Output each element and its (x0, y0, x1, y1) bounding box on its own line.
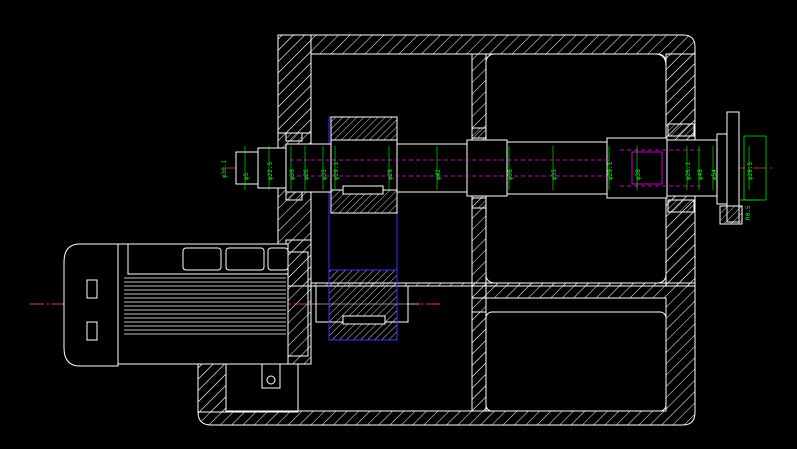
shaft-seg-4 (466, 139, 508, 197)
dimension-label: φ36 (507, 169, 514, 180)
hidden-pocket (631, 151, 663, 185)
right-dim-frame (743, 135, 767, 201)
motor-body (117, 243, 289, 365)
dimension-label: φ28.5 (747, 162, 754, 180)
shaft-seg-3 (396, 143, 468, 193)
dimension-label: φ38 (635, 169, 642, 180)
bearing-right-bottom (667, 199, 695, 213)
electric-motor (63, 243, 309, 389)
left-diameter-note: φ30.1 (221, 160, 228, 178)
dimension-label: φ28 (387, 169, 394, 180)
dimension-label: φ35 (551, 169, 558, 180)
terminal-cell-2 (225, 247, 265, 271)
dimension-label: φ26.1 (685, 162, 692, 180)
main-shaft (235, 111, 743, 225)
motor-foot-bolt (266, 375, 276, 385)
right-radius-note: R0.5 (745, 205, 752, 220)
dimension-label: φ5 (243, 172, 250, 180)
dimension-label: φ35 (321, 169, 328, 180)
bearing-right-top (667, 123, 695, 137)
chamber-lower-right (485, 311, 667, 412)
motor-vent-slot-bottom (86, 321, 98, 341)
dimension-label: φ42 (435, 169, 442, 180)
motor-cooling-fins (124, 277, 286, 335)
motor-vent-slot-top (86, 279, 98, 299)
dimension-label: φ54 (711, 169, 718, 180)
shaft-seg-2 (285, 143, 332, 193)
dimension-label: φ26 (303, 169, 310, 180)
housing-lower-divider (471, 282, 487, 412)
shaft-seg-5 (506, 141, 608, 195)
pinion-teeth (328, 269, 398, 341)
dimension-annotations: φ5 φ22.5 φ30 φ26 φ35 φ29.1 φ28 φ42 φ36 φ35 φ29.1 φ3… (243, 146, 754, 190)
bearing-left-top (285, 132, 303, 142)
shaft-gear-key (342, 185, 384, 195)
dimension-label: φ22.5 (267, 162, 274, 180)
housing-left-wall-upper (277, 34, 312, 134)
dimension-label: φ29.1 (333, 162, 340, 180)
bearing-mid-top (471, 127, 487, 139)
shaft-seg-1 (257, 147, 287, 189)
bearing-mid-bottom (471, 197, 487, 209)
terminal-cell-1 (182, 247, 222, 271)
motor-rear-cap (63, 243, 119, 367)
motor-flange (285, 239, 312, 365)
pinion-keyway (342, 315, 386, 325)
bearing-left-bottom (285, 191, 303, 201)
end-nut (719, 205, 743, 225)
shaft-seg-7 (666, 139, 718, 197)
dimension-label: φ48 (697, 169, 704, 180)
shaft-gear-bore (330, 139, 398, 191)
dimension-label: φ30 (289, 169, 296, 180)
dimension-label: φ29.1 (607, 162, 614, 180)
pinion-gear (308, 269, 420, 341)
